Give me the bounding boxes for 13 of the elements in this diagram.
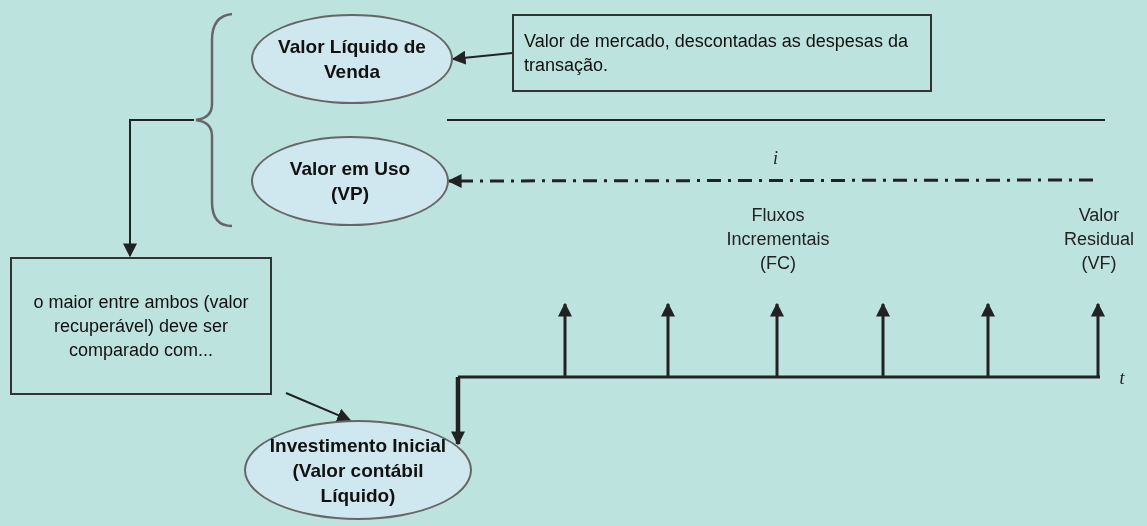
ellipse-node: Valor em Uso (VP) xyxy=(251,136,449,226)
arrow xyxy=(285,392,352,422)
arrow xyxy=(451,50,513,65)
ellipse-node: Valor Líquido de Venda xyxy=(251,14,453,104)
axis-label: t xyxy=(1118,367,1126,390)
text-box: o maior entre ambos (valor recuperável) deve ser comparado com... xyxy=(10,257,272,395)
flow-label: Valor Residual (VF) xyxy=(1062,204,1135,275)
arrow xyxy=(123,119,195,258)
ellipse-node: Investimento Inicial (Valor contábil Líquido) xyxy=(244,420,472,520)
flow-label: Fluxos Incrementais (FC) xyxy=(725,204,831,275)
arrow xyxy=(451,377,465,446)
text-box: Valor de mercado, descontadas as despesas da transação. xyxy=(512,14,932,92)
dash-dot-arrow xyxy=(447,174,1093,188)
